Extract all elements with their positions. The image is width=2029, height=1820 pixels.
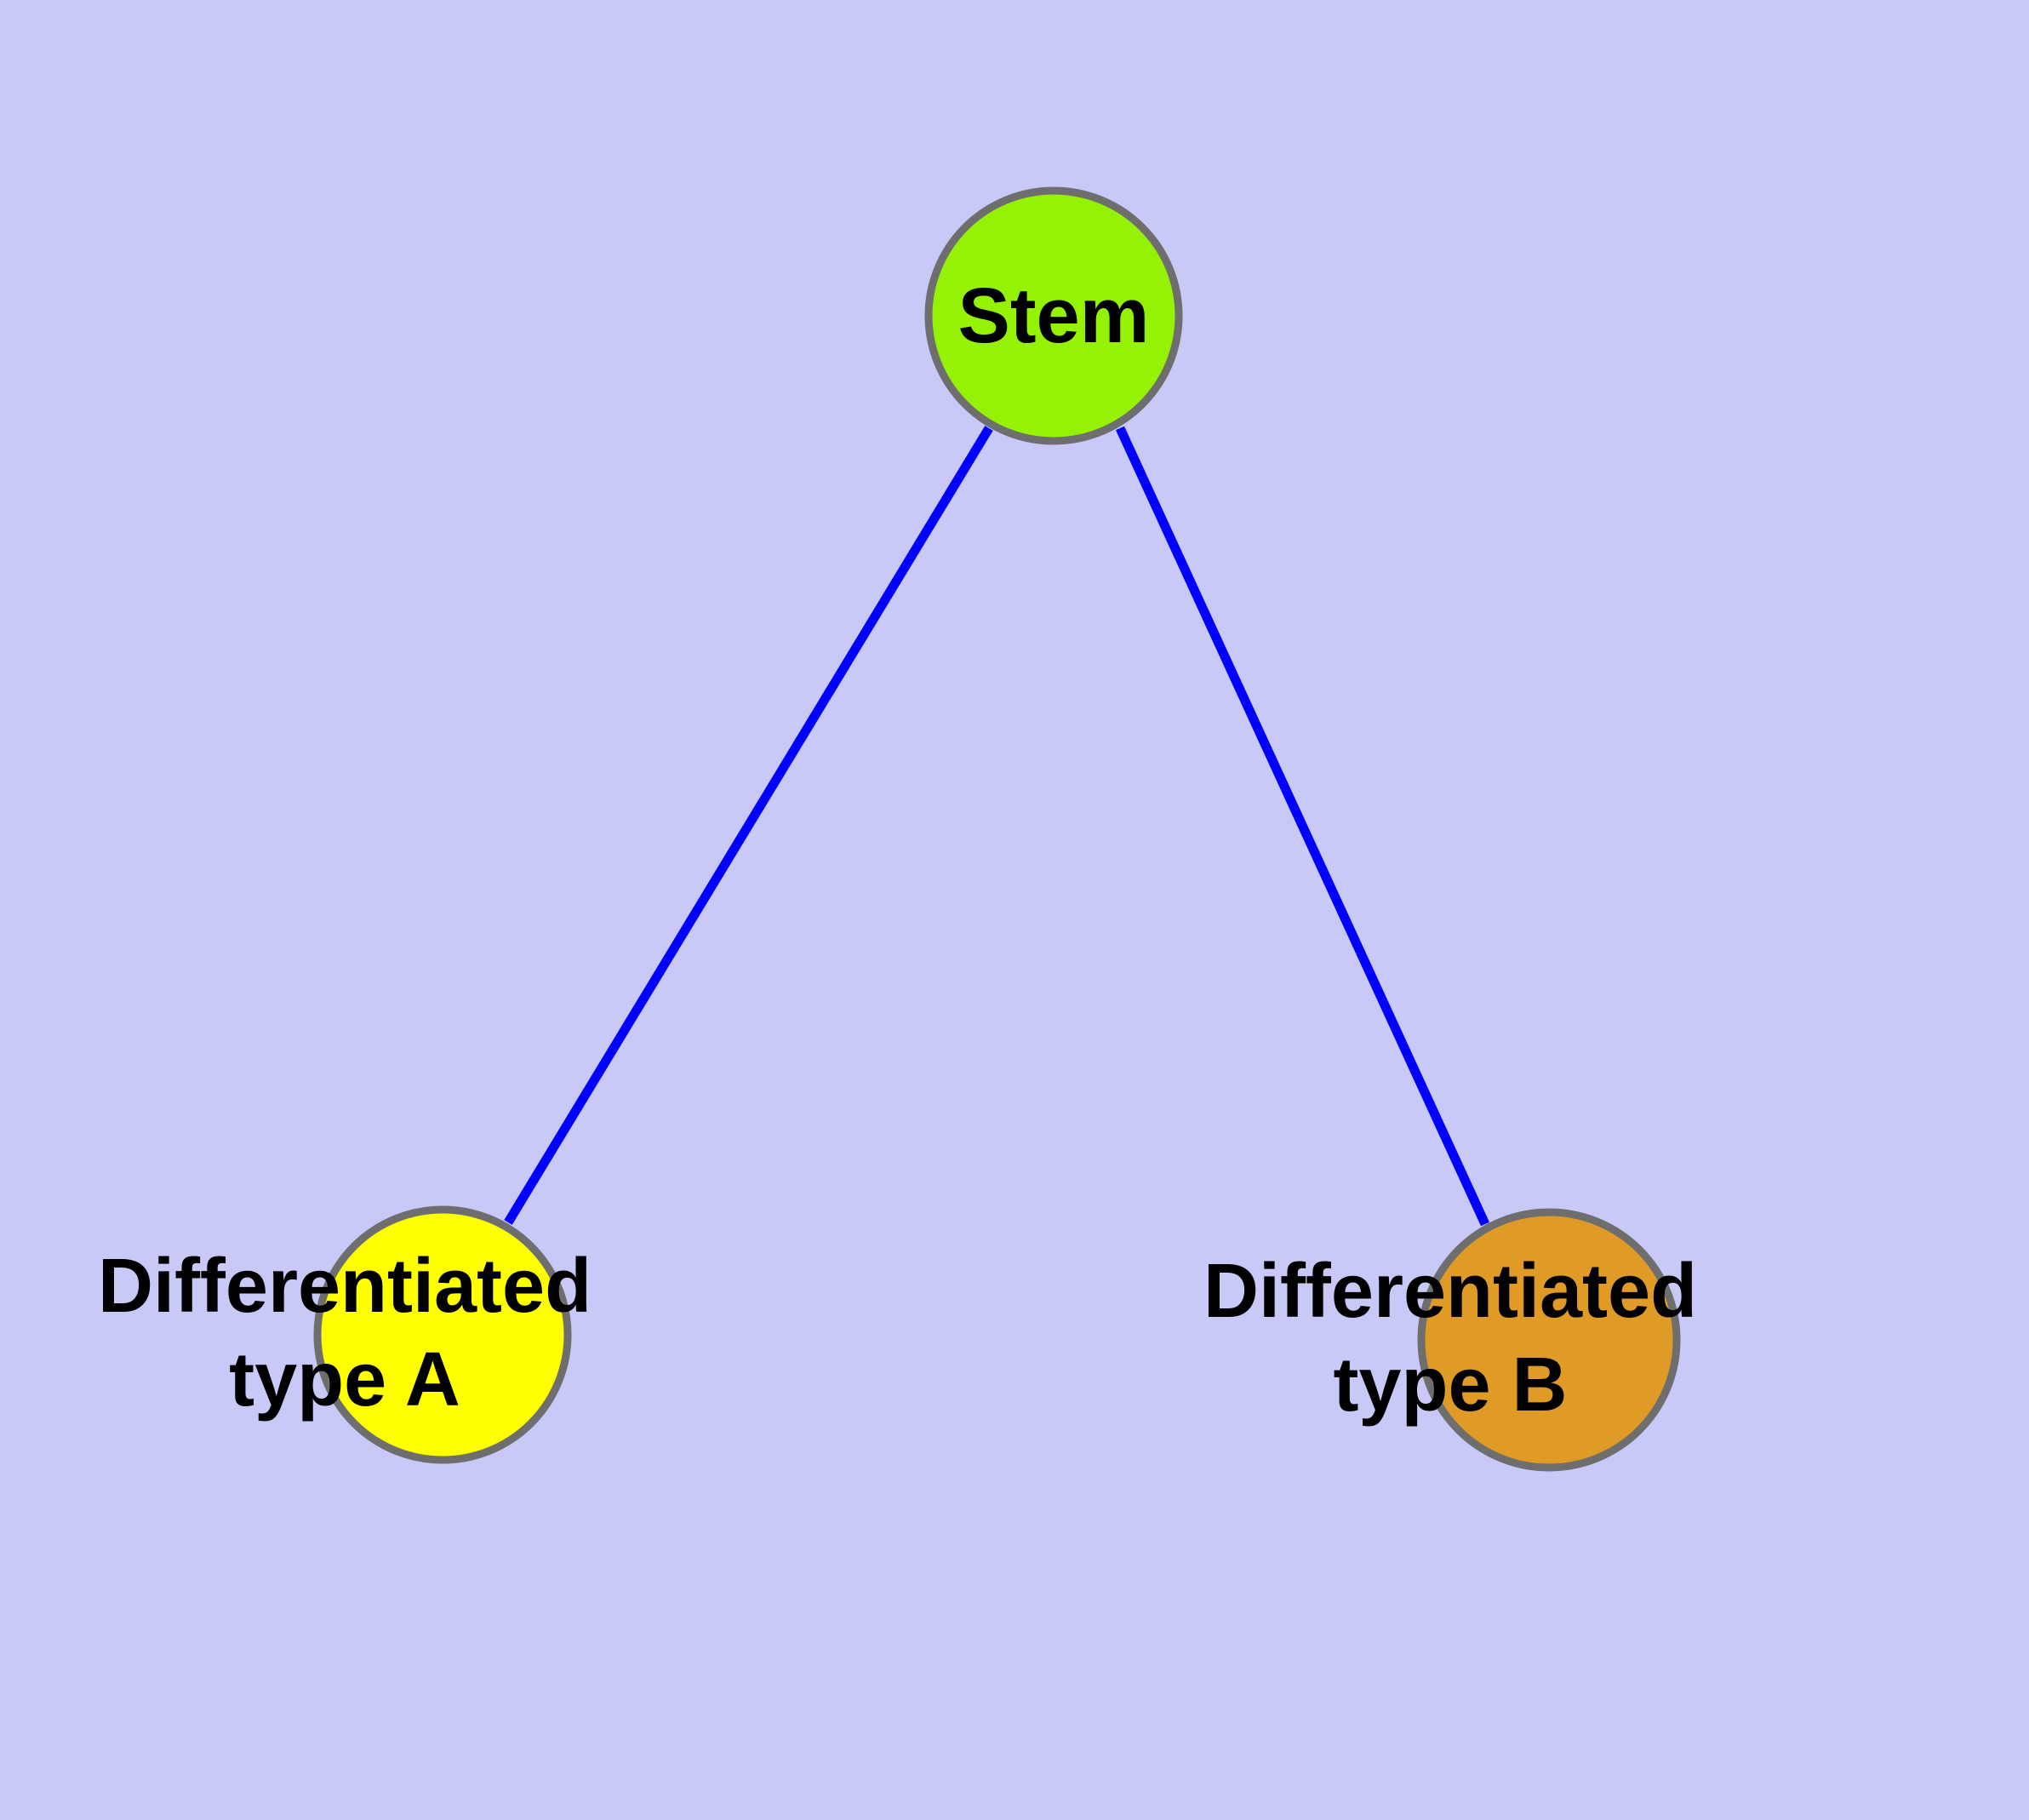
edge-stem-to-differentiated-type-b[interactable] [1116, 426, 1489, 1227]
node-layer [313, 186, 1681, 1472]
node-differentiated-type-a[interactable] [313, 1205, 572, 1464]
edge-layer [504, 426, 1489, 1227]
edge-stem-to-differentiated-type-a[interactable] [504, 426, 993, 1225]
node-stem[interactable] [924, 186, 1183, 445]
node-differentiated-type-b[interactable] [1417, 1208, 1681, 1472]
